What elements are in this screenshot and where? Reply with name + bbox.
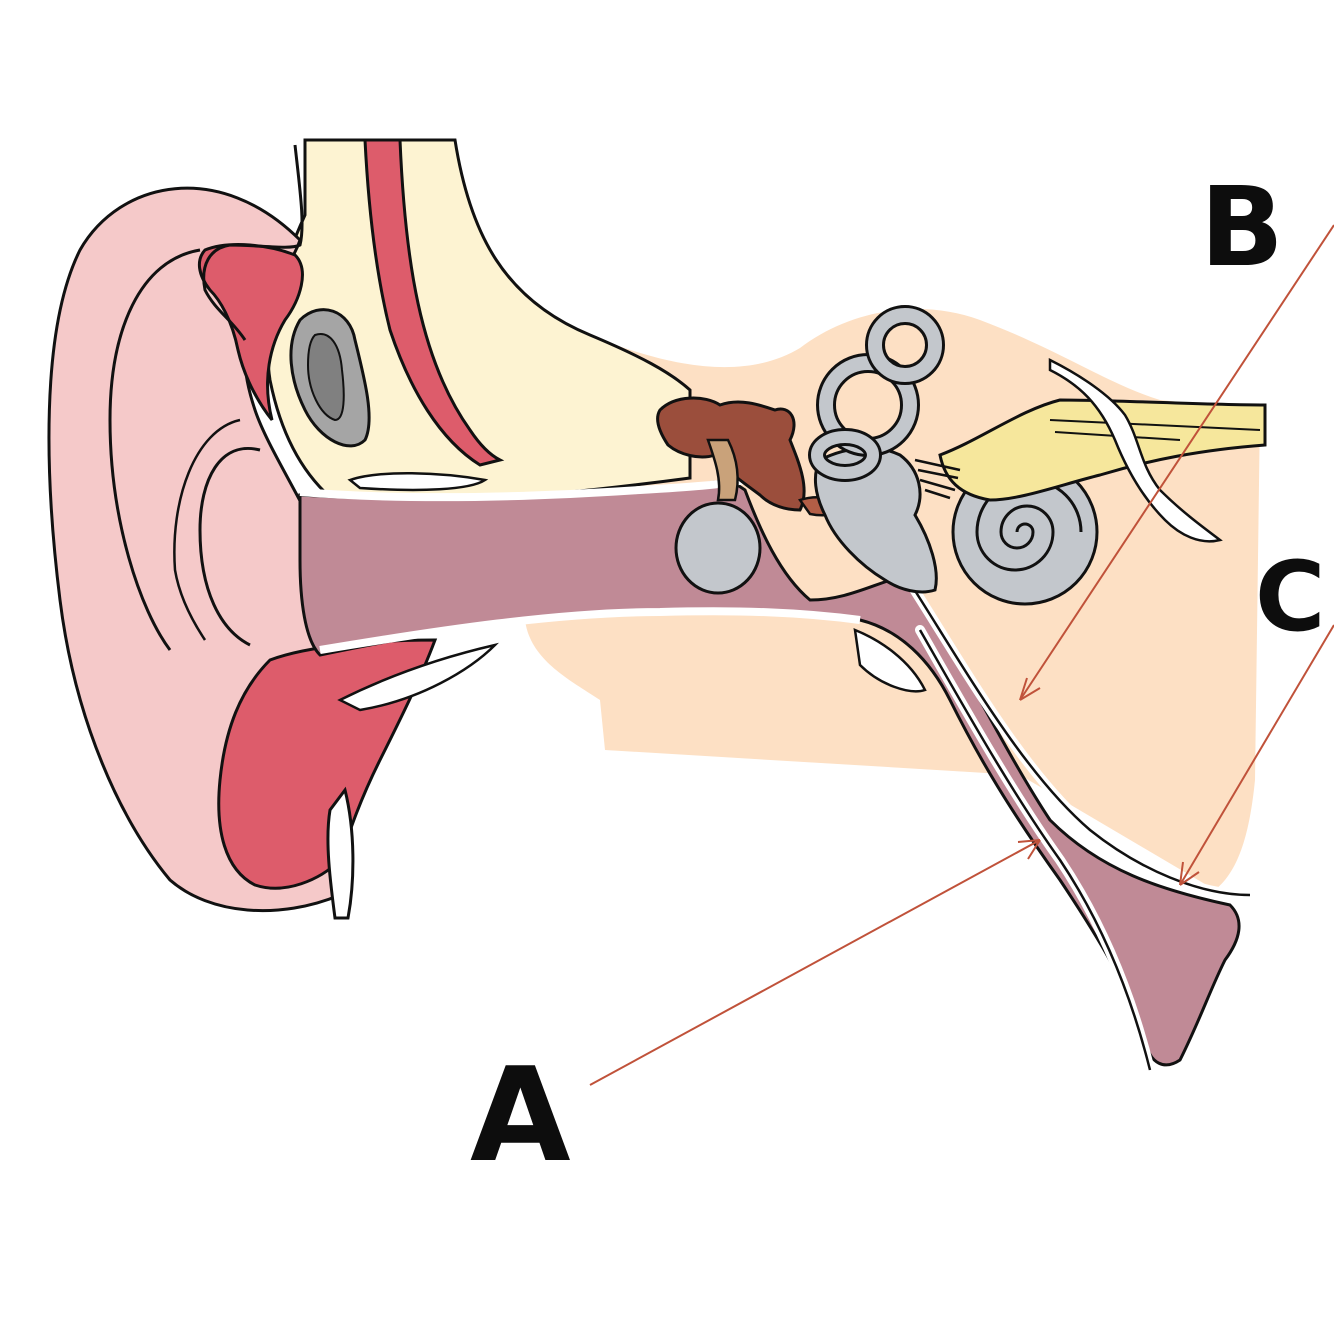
pointer-arrowhead-c bbox=[1179, 861, 1200, 886]
pointer-arrowhead-a bbox=[1017, 839, 1041, 860]
semicircular-canal-2-fill bbox=[868, 308, 942, 382]
cochlear-nerve bbox=[938, 398, 1267, 502]
incus-stem bbox=[706, 438, 739, 502]
semicircular-canal-3-fill bbox=[811, 431, 879, 479]
nerve-fibers bbox=[914, 458, 961, 500]
pointer-line-c bbox=[1179, 624, 1334, 886]
label-c: C bbox=[1255, 541, 1325, 653]
tissue-gap bbox=[853, 628, 927, 693]
canal-lining-top bbox=[299, 476, 746, 502]
pinna-fold-helix bbox=[173, 418, 241, 641]
pointer-line-b bbox=[1019, 224, 1334, 701]
pinna-fold-outer bbox=[108, 248, 201, 651]
vestibule bbox=[813, 446, 938, 594]
tube-wall-lower-outline bbox=[918, 629, 1152, 1071]
tube-wall-upper-outline bbox=[903, 574, 1251, 897]
lower-cartilage-spur bbox=[326, 786, 355, 920]
upper-cartilage-rim bbox=[202, 144, 304, 341]
pointer-arrowhead-b bbox=[1019, 677, 1041, 701]
eardrum bbox=[674, 501, 762, 595]
pointer-line-a bbox=[589, 839, 1041, 1086]
label-a: A bbox=[470, 1039, 571, 1191]
vessel bbox=[1048, 357, 1223, 543]
muscle-strip bbox=[363, 138, 505, 467]
canal-slit-lower bbox=[337, 642, 499, 712]
label-b: B bbox=[1200, 163, 1284, 291]
pinna-fold-inner bbox=[198, 447, 261, 647]
canal-lining-bottom bbox=[319, 607, 861, 654]
bone-slit-upper bbox=[347, 472, 489, 492]
upper-cartilage bbox=[197, 243, 304, 421]
mastoid-core bbox=[306, 333, 345, 422]
